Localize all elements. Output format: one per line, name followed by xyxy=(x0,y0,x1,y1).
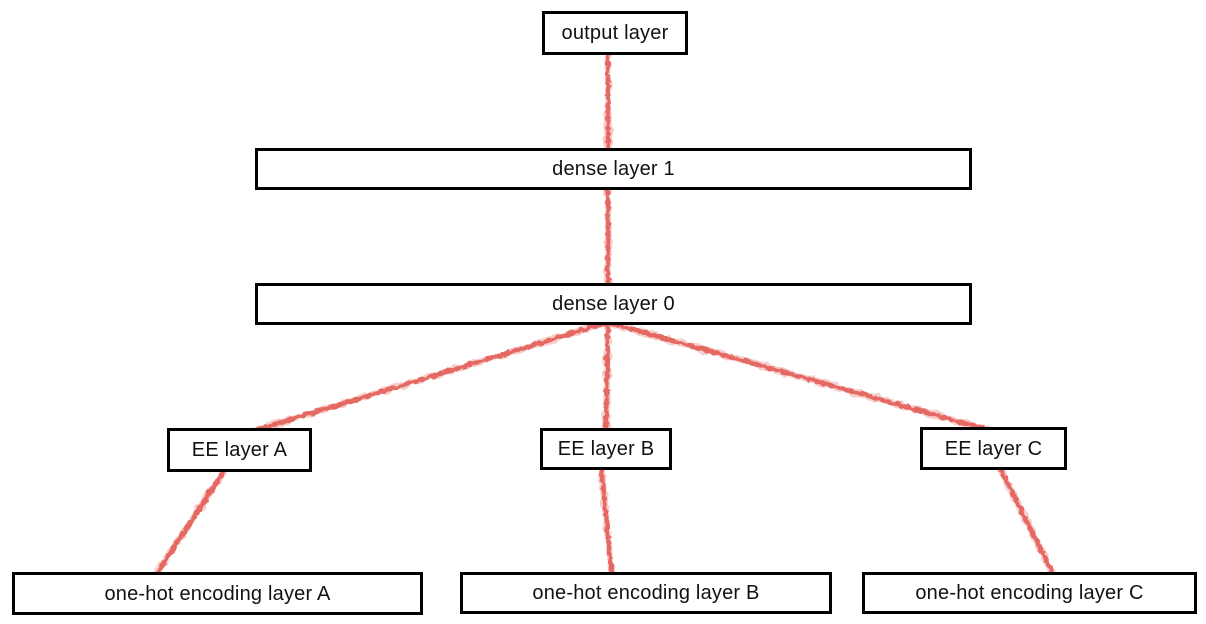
node-dense-layer-0: dense layer 0 xyxy=(255,283,972,325)
edge-core-group xyxy=(152,47,1057,579)
node-ee-layer-a: EE layer A xyxy=(167,428,312,472)
edge-dense0-eeC xyxy=(604,319,995,434)
node-onehot-layer-b: one-hot encoding layer B xyxy=(460,572,832,614)
node-ee-layer-b: EE layer B xyxy=(540,428,672,470)
edge-eeA-onehotA xyxy=(152,465,229,579)
node-onehot-layer-a: one-hot encoding layer A xyxy=(12,572,423,615)
node-ee-layer-c: EE layer C xyxy=(920,427,1067,470)
node-onehot-layer-c: one-hot encoding layer C xyxy=(862,572,1197,614)
edge-dense0-eeA xyxy=(247,319,612,435)
node-output-layer: output layer xyxy=(542,11,688,55)
edge-eeC-onehotC xyxy=(996,463,1057,579)
node-dense-layer-1: dense layer 1 xyxy=(255,148,972,190)
edge-eeB-onehotB xyxy=(598,463,615,579)
edge-dense0-eeB xyxy=(603,319,611,435)
